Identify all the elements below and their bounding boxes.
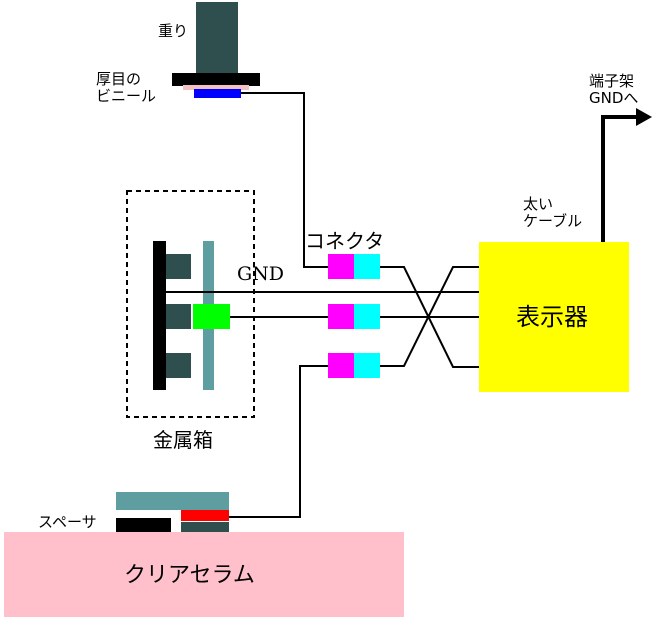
- thick-cable: [601, 115, 640, 242]
- connector-label: コネクタ: [305, 229, 385, 253]
- metal-box-pad-bottom: [166, 353, 191, 378]
- vinyl-label: 厚目の ビニール: [96, 71, 156, 105]
- terminal-gnd-label: 端子架 GNDへ: [589, 73, 638, 107]
- clear-ceramic-plate: [4, 532, 404, 617]
- bottom-electrode-base: [181, 522, 229, 532]
- vinyl-label-line1: 厚目の: [96, 70, 142, 88]
- metal-box-pad-middle: [166, 304, 191, 329]
- metal-box-pad-top: [166, 254, 191, 279]
- thick-vinyl: [183, 85, 249, 90]
- metal-box-green-element: [193, 304, 230, 329]
- spacer-label: スペーサ: [38, 513, 97, 531]
- bottom-electrode-red: [181, 510, 229, 521]
- weight-plate: [172, 73, 260, 86]
- display-label: 表示器: [516, 303, 588, 331]
- top-electrode: [194, 89, 241, 98]
- connector-1-magenta: [328, 254, 354, 279]
- gnd-label: GND: [237, 263, 285, 285]
- terminal-gnd-label-line2: GNDへ: [589, 89, 639, 107]
- connector-2-magenta: [328, 304, 354, 329]
- thick-cable-label-line1: 太い: [523, 195, 554, 213]
- thick-cable-label-line2: ケーブル: [523, 212, 583, 230]
- display-box: [479, 242, 629, 392]
- spacer-black: [116, 518, 171, 532]
- cross-wire-b: [380, 266, 480, 367]
- terminal-gnd-label-line1: 端子架: [589, 72, 635, 90]
- connector-2-cyan: [354, 304, 380, 329]
- wire-top-electrode: [241, 92, 328, 268]
- metal-box-outline: [126, 190, 255, 418]
- connector-3-magenta: [328, 353, 354, 378]
- connector-1-cyan: [354, 254, 380, 279]
- weight-block: [196, 2, 238, 74]
- metal-box-back-plate: [153, 241, 166, 390]
- wire-bottom-electrode: [229, 365, 328, 518]
- spacer-top-block: [116, 492, 229, 510]
- thick-cable-arrowhead: [636, 108, 652, 126]
- connector-3-cyan: [354, 353, 380, 378]
- clear-ceramic-label: クリアセラム: [124, 563, 255, 588]
- vinyl-label-line2: ビニール: [96, 87, 157, 105]
- weight-label: 重り: [158, 22, 189, 40]
- thick-cable-label: 太い ケーブル: [523, 196, 582, 230]
- metal-box-label: 金属箱: [153, 428, 213, 452]
